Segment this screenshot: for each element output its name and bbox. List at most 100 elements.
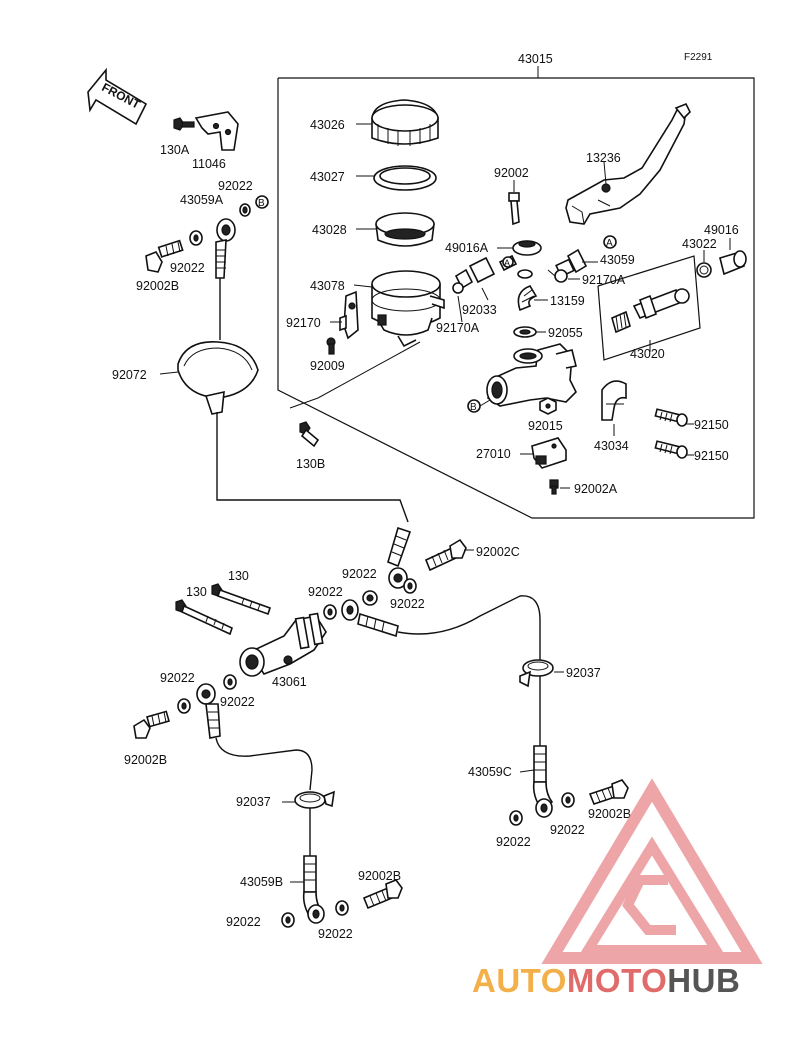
screw-92009 xyxy=(326,337,336,355)
washer-92022-b1 xyxy=(281,912,295,928)
callout-27010: 27010 xyxy=(476,447,511,461)
callout-43061: 43061 xyxy=(272,675,307,689)
callout-92002C: 92002C xyxy=(476,545,520,559)
brake-hose-right xyxy=(397,595,541,660)
callout-92002B-right: 92002B xyxy=(588,807,631,821)
callout-92170A-right: 92170A xyxy=(582,273,626,287)
callout-92022-tl: 92022 xyxy=(170,261,205,275)
bolt-130B xyxy=(299,421,320,448)
marker-b-icon: B xyxy=(255,195,269,209)
callout-92022-m2: 92022 xyxy=(390,597,425,611)
screw-92002A xyxy=(549,479,559,495)
callout-130-lower: 130 xyxy=(186,585,207,599)
elbow-13159 xyxy=(517,285,538,312)
banjo-43059B xyxy=(302,855,325,924)
callout-92022-m3: 92022 xyxy=(308,585,343,599)
callout-92022-b2: 92022 xyxy=(318,927,353,941)
callout-92002A: 92002A xyxy=(574,482,618,496)
banjo-43059C xyxy=(532,745,554,818)
bolt-92002C xyxy=(424,538,467,572)
lever-13236 xyxy=(565,102,691,225)
bolt-130A xyxy=(173,117,195,131)
switch-27010 xyxy=(531,437,567,469)
callout-92002: 92002 xyxy=(494,166,529,180)
callout-11046: 11046 xyxy=(192,157,226,171)
bolt-92002B-top xyxy=(145,239,184,273)
washer-92022-b2 xyxy=(335,900,349,916)
bolt-130-upper xyxy=(211,583,272,616)
marker-a-icon: A xyxy=(603,235,617,249)
callout-92037-right: 92037 xyxy=(566,666,601,680)
master-cylinder-body xyxy=(486,343,577,407)
banjo-fitting-mid xyxy=(387,526,412,589)
callout-43059A: 43059A xyxy=(180,193,224,207)
callout-43059: 43059 xyxy=(600,253,635,267)
piston-kit-43020 xyxy=(597,250,747,361)
diaphragm-43028 xyxy=(375,212,435,247)
callout-92150-upper: 92150 xyxy=(694,418,729,432)
oring-92055 xyxy=(513,326,537,338)
assembly-frame-43015 xyxy=(277,66,755,519)
callout-43027: 43027 xyxy=(310,170,345,184)
nut-92015 xyxy=(539,397,557,415)
callout-92022-r2: 92022 xyxy=(550,823,585,837)
callout-92037-left: 92037 xyxy=(236,795,271,809)
front-arrow-icon: FRONT xyxy=(87,67,148,126)
marker-b-icon: B xyxy=(467,399,481,413)
bracket-11046 xyxy=(194,111,239,151)
clamp-92170A-right xyxy=(547,269,568,283)
banjo-fitting-joint-right xyxy=(341,599,399,638)
svg-text:B: B xyxy=(258,198,265,209)
callout-43059C: 43059C xyxy=(468,765,512,779)
svg-text:B: B xyxy=(470,402,477,413)
callout-92022-l2: 92022 xyxy=(220,695,255,709)
reservoir-cap-43026 xyxy=(371,99,439,146)
joint-43061 xyxy=(239,612,327,677)
callout-43034: 43034 xyxy=(594,439,629,453)
callout-92002B-tl: 92002B xyxy=(136,279,179,293)
callout-92033: 92033 xyxy=(462,303,497,317)
callout-43028: 43028 xyxy=(312,223,347,237)
washer-92022-tl xyxy=(189,230,203,246)
callout-130B: 130B xyxy=(296,457,325,471)
washer-92022-m3 xyxy=(323,604,337,620)
brake-hose-left xyxy=(215,737,313,791)
callout-92055: 92055 xyxy=(548,326,583,340)
callout-92002B-left: 92002B xyxy=(124,753,167,767)
bolt-92150-upper xyxy=(654,408,688,427)
callout-92022-m1: 92022 xyxy=(342,567,377,581)
callout-92002B-bottom: 92002B xyxy=(358,869,401,883)
washer-92022-r2 xyxy=(561,792,575,808)
figure-code: F2291 xyxy=(684,52,713,63)
watermark-moto: MOTO xyxy=(566,962,668,999)
callout-43015: 43015 xyxy=(518,52,553,66)
callout-43078: 43078 xyxy=(310,279,345,293)
callout-43020: 43020 xyxy=(630,347,665,361)
fitting-92033: A xyxy=(452,254,533,294)
callout-13159: 13159 xyxy=(550,294,585,308)
callout-92009: 92009 xyxy=(310,359,345,373)
callout-49016A: 49016A xyxy=(445,241,489,255)
callout-43022: 43022 xyxy=(682,237,717,251)
hose-clamp-92037-right xyxy=(519,659,554,688)
callout-92170A-left: 92170A xyxy=(436,321,480,335)
callout-49016: 49016 xyxy=(704,223,739,237)
washer-92022-m2 xyxy=(403,578,417,594)
bolt-92002B-right xyxy=(588,779,629,805)
svg-text:A: A xyxy=(504,258,510,268)
callout-43059B: 43059B xyxy=(240,875,283,889)
hose-clamp-92072 xyxy=(177,341,259,415)
callout-92072: 92072 xyxy=(112,368,147,382)
callout-92022-l1: 92022 xyxy=(160,671,195,685)
diaphragm-plate-43027 xyxy=(373,165,437,191)
bolt-92002B-bottom xyxy=(362,879,403,910)
callout-130A: 130A xyxy=(160,143,190,157)
boot-49016A xyxy=(512,240,542,256)
banjo-fitting-left xyxy=(196,683,221,739)
watermark-triangle-logo xyxy=(541,778,763,964)
svg-text:A: A xyxy=(606,238,613,249)
watermark-hub: HUB xyxy=(667,962,741,999)
callout-92022-top: 92022 xyxy=(218,179,253,193)
reservoir-43078 xyxy=(371,270,445,348)
